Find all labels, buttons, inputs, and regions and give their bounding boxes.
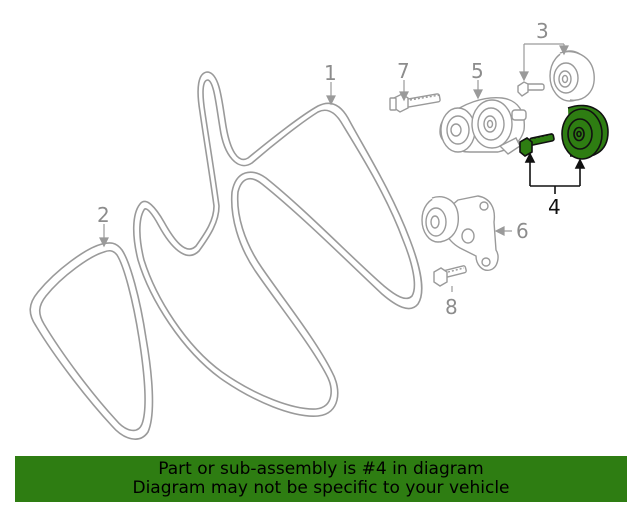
serpentine-belt-main (132, 71, 423, 417)
leader-lines (99, 43, 569, 292)
bolt-part-7 (389, 93, 441, 113)
callout-1: 1 (324, 61, 337, 85)
idler-pulley-part-3 (517, 50, 595, 102)
banner-line-2: Diagram may not be specific to your vehi… (132, 478, 510, 498)
banner-line-1: Part or sub-assembly is #4 in diagram (158, 459, 484, 479)
leader-lines-part-4 (524, 152, 586, 194)
bolt-part-8 (433, 265, 467, 287)
tensioner-part-6 (421, 195, 499, 271)
callout-4: 4 (548, 195, 561, 219)
callout-7: 7 (397, 59, 410, 83)
belt-tensioner-part-5 (439, 97, 527, 155)
callout-2: 2 (97, 203, 110, 227)
idler-pulley-part-4 (519, 104, 609, 160)
callout-8: 8 (445, 295, 458, 319)
secondary-belt (29, 242, 154, 440)
callout-3: 3 (536, 19, 549, 43)
callout-5: 5 (471, 59, 484, 83)
info-banner: Part or sub-assembly is #4 in diagram Di… (15, 456, 627, 502)
callout-6: 6 (516, 219, 529, 243)
